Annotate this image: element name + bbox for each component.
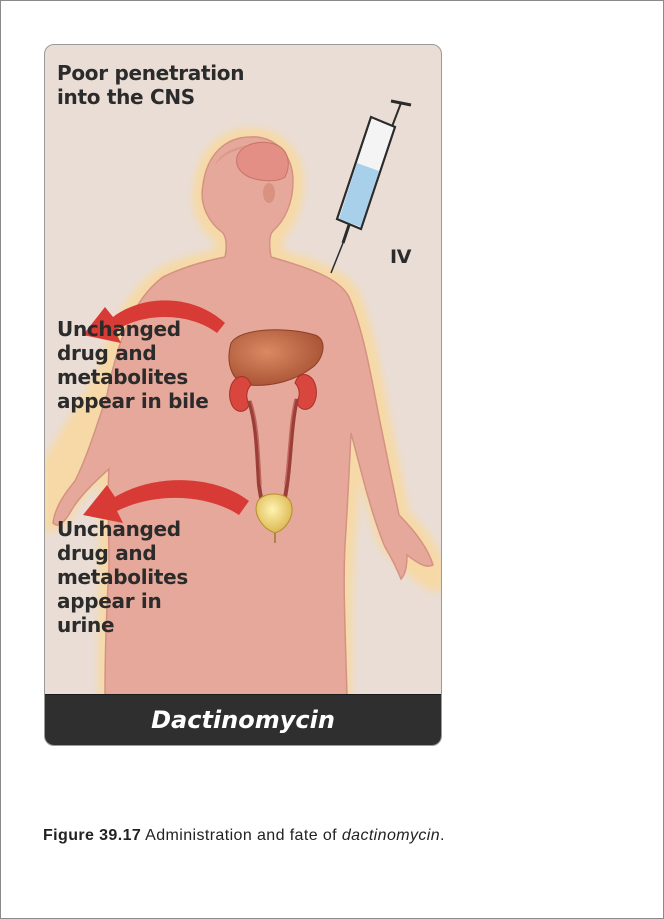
drug-name-banner: Dactinomycin: [45, 694, 441, 745]
iv-route-label: IV: [390, 245, 411, 269]
figure-caption: Figure 39.17 Administration and fate of …: [43, 827, 445, 845]
caption-figure-number: Figure 39.17: [43, 827, 141, 844]
urine-excretion-label: Unchanged drug and metabolites appear in…: [57, 517, 257, 637]
caption-drug-name: dactinomycin: [342, 827, 440, 844]
caption-period: .: [440, 827, 445, 844]
drug-name-title: Dactinomycin: [45, 695, 441, 745]
bile-excretion-label: Unchanged drug and metabolites appear in…: [57, 317, 277, 413]
figure-illustration: Poor penetration into the CNS IV Unchang…: [44, 44, 442, 746]
cns-penetration-label: Poor penetration into the CNS: [57, 61, 317, 109]
caption-text: Administration and fate of: [141, 827, 342, 844]
